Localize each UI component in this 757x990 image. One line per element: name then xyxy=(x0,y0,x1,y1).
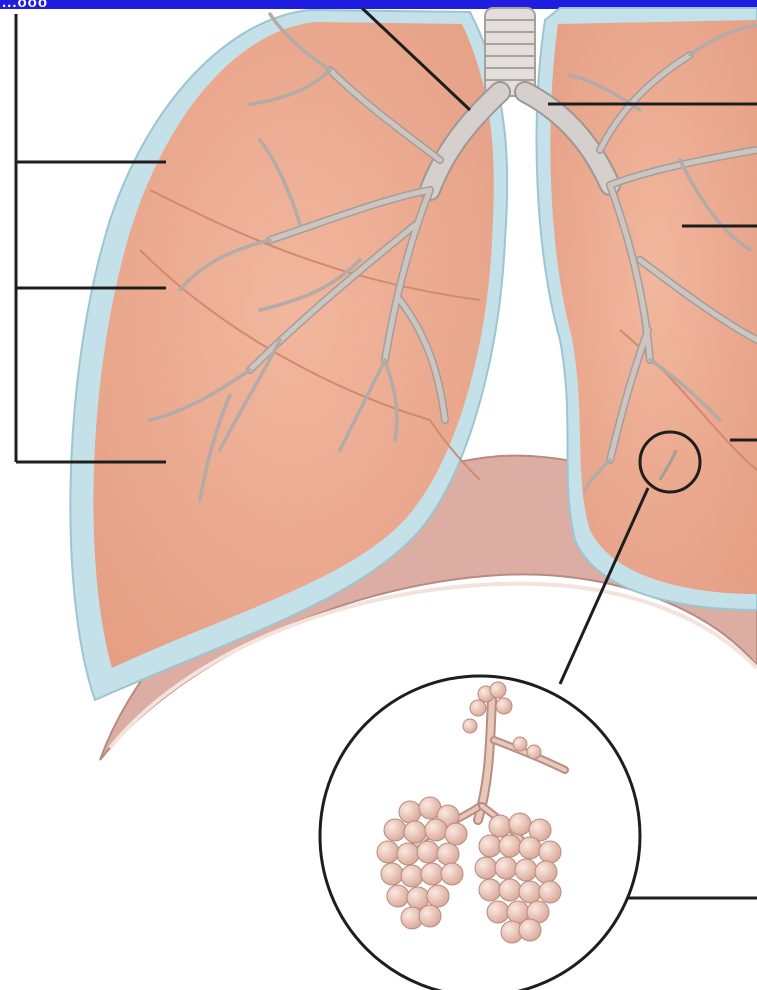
header-text-fragment: ...ooo xyxy=(2,0,48,11)
left-lung xyxy=(70,10,507,700)
alveoli-inset xyxy=(320,676,640,990)
